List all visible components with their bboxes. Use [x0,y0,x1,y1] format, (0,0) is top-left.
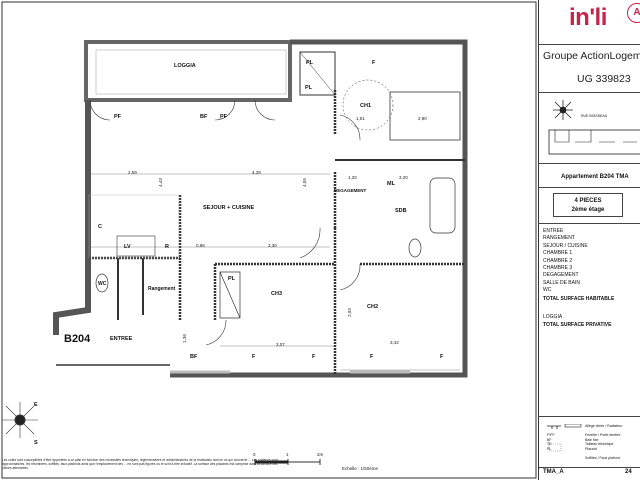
dimension: 1,51 [356,116,365,121]
label-f: F [312,354,316,360]
pieces-count: 4 PIECES [574,198,602,204]
label-c: C [98,224,102,230]
scale-tick: 1 [286,452,289,457]
exterior-wall [170,39,468,378]
disclaimer: Les cotes sont susceptibles d'être appor… [2,458,278,471]
brand-logo: in'li [569,4,607,31]
footer-code: TMA_A [543,469,564,475]
apartment-title: Appartement B204 TMA [561,174,629,180]
legend-soffites: Soffites / Faux plafond [585,456,620,460]
exterior-wall-left [53,100,91,335]
total-habitable-label: TOTAL SURFACE HABITABLE [543,296,615,302]
key-map [548,100,640,155]
total-privative-label: TOTAL SURFACE PRIVATIVE [543,322,612,328]
label-bf: BF [200,114,208,120]
dimension: 2,93 [346,308,352,317]
scale-label: Echelle : 1/50ème [342,466,379,471]
label-lv: LV [124,244,131,250]
label-pf: PF [220,114,228,120]
dimension: 2,59 [128,170,137,175]
street-name: RUE BOISSEAU [581,114,608,118]
label-f: F [372,60,376,66]
room-list: ENTREE RANGEMENT SEJOUR / CUISINE CHAMBR… [543,228,588,295]
group-name: Groupe ActionLogement [543,50,640,62]
footer-number: 24 [625,469,632,475]
room-label-sdb: SDB [395,208,407,214]
room-label-sejour: SEJOUR + CUISINE [203,205,255,211]
pieces-box: 4 PIECES 2ème étage [553,193,623,217]
label-pl: PL [228,276,236,282]
label-f: F [440,354,444,360]
logo-badge: A [627,3,640,23]
room-list-item: SEJOUR / CUISINE [543,242,588,249]
dimension: 4,55 [301,178,307,187]
compass-icon [553,100,573,120]
dimension: 4,28 [252,170,261,175]
scale-tick: 2m [317,452,324,457]
label-r: R [165,244,169,250]
dimension: 3,42 [390,340,399,345]
room-label-rangement: Rangement [148,286,176,292]
loggia-wall [84,40,292,102]
dimension: 4,43 [157,178,163,187]
label-pl: PL [305,85,313,91]
room-list-item: ENTREE [543,228,564,234]
room-label-ch3: CH3 [271,291,283,297]
ug-number: UG 339823 [577,73,631,85]
loggia-label: LOGGIA [543,314,563,320]
title-block: in'li A Groupe ActionLogement UG 339823 … [538,0,640,480]
legend-symbols [547,424,582,452]
compass-letter: E [34,402,38,408]
floor-level: 2ème étage [571,207,605,213]
compass-letter: S [34,440,38,446]
room-label-ch2: CH2 [367,304,379,310]
dimension: 3,20 [399,175,408,180]
scale-tick: 0 [253,452,256,457]
room-list-item: CHAMBRE 3 [543,265,573,272]
room-list-item: SALLE DE BAIN [543,279,580,286]
room-list-item: CHAMBRE 1 [543,250,573,257]
legend-allege: Allège vitrée / Radiateur [585,424,623,428]
dimension: 1,20 [348,175,357,180]
dimension: 3,07 [276,342,285,347]
room-label-loggia: LOGGIA [174,63,196,69]
dimension: 2,90 [418,116,427,121]
apartment-code: B204 [64,333,91,345]
dimension: 0,96 [196,243,205,248]
room-list-item: DEGAGEMENT [543,272,579,279]
room-label-ch1: CH1 [360,103,372,109]
room-label-degagement: DEGAGEMENT [334,188,367,193]
label-bf: BF [190,354,198,360]
dimension: 3,30 [268,243,277,248]
room-label-wc: WC [98,281,107,287]
label-pf: PF [114,114,122,120]
room-list-item: WC [543,287,552,294]
dimension: 1,36 [181,334,187,343]
room-label-entree: ENTREE [110,336,133,342]
label-f: F [252,354,256,360]
page-frame [1,1,537,479]
floor-plan [1,1,537,479]
label-f: F [370,354,374,360]
room-label-ml: ML [387,181,395,187]
compass-icon [2,402,38,438]
label-pl: PL [306,60,314,66]
room-list-item: CHAMBRE 2 [543,257,573,264]
room-list-item: RANGEMENT [543,235,575,242]
